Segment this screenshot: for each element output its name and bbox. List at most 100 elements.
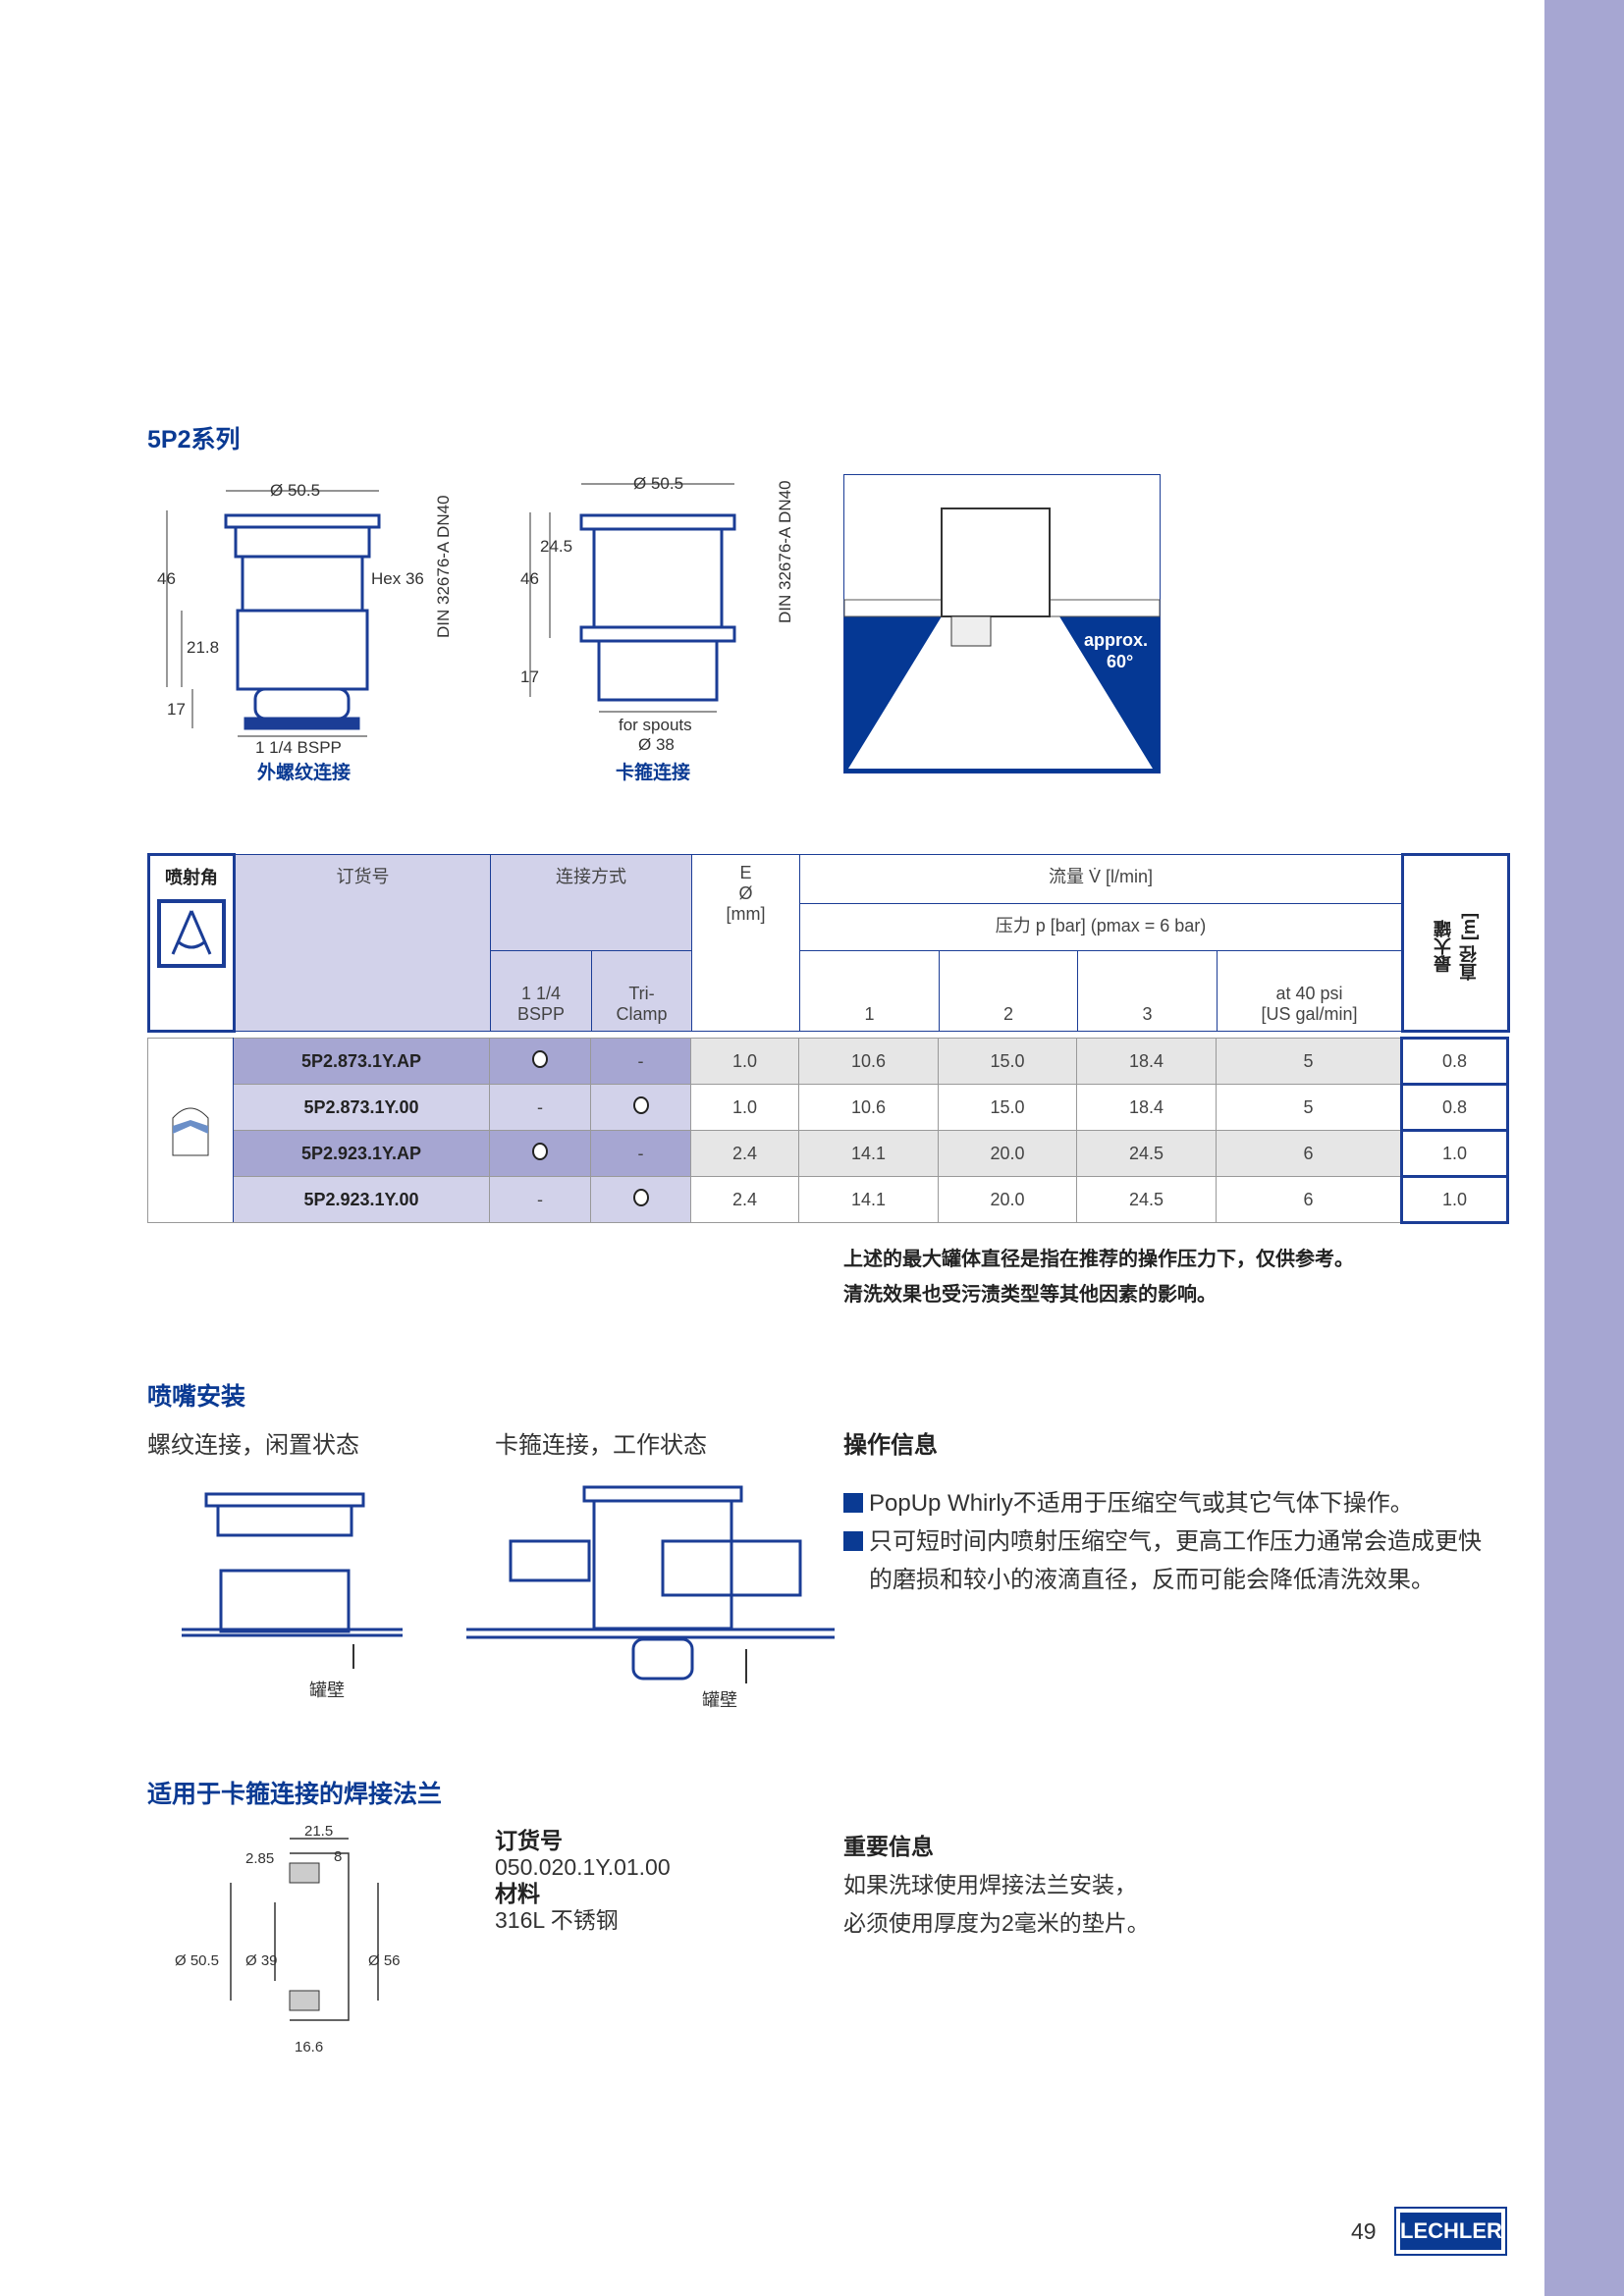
cell-e: 2.4	[690, 1130, 799, 1177]
operation-bullets: PopUp Whirly不适用于压缩空气或其它气体下操作。 只可短时间内喷射压缩…	[843, 1484, 1531, 1599]
bspp-cell: -	[489, 1084, 591, 1131]
cell-p1: 10.6	[798, 1038, 939, 1085]
svg-text:17: 17	[520, 667, 539, 686]
psi-header: at 40 psi [US gal/min]	[1216, 950, 1404, 1032]
svg-text:Ø 50.5: Ø 50.5	[175, 1952, 219, 1969]
cell-e: 1.0	[690, 1038, 799, 1085]
cell-e: 2.4	[690, 1176, 799, 1223]
tank-diameter-header: 最大罐 直径 [m]	[1401, 853, 1511, 1033]
dim-21-8: 21.8	[187, 638, 219, 657]
tank-diameter-cell: 0.8	[1400, 1083, 1509, 1132]
cell-psi: 5	[1216, 1084, 1402, 1131]
cell-p3: 24.5	[1076, 1176, 1217, 1223]
flow-header: 流量 V̇ [l/min]	[798, 854, 1404, 904]
spec-table-header: 喷射角 订货号 连接方式 E Ø [mm] 流量 V̇ [l/min] 最大罐 …	[147, 853, 1511, 1033]
flange-title: 适用于卡箍连接的焊接法兰	[147, 1781, 443, 1808]
dim-46: 46	[157, 569, 176, 588]
bspp-header: 1 1/4 BSPP	[490, 950, 592, 1032]
note-line-1: 上述的最大罐体直径是指在推荐的操作压力下，仅供参考。	[843, 1249, 1354, 1270]
weld-flange-drawing: 21.5 2.85 8 Ø 50.5 Ø 39 Ø 56 16.6	[175, 1824, 401, 2056]
svg-text:罐壁: 罐壁	[309, 1681, 345, 1700]
operation-title: 操作信息	[843, 1432, 938, 1459]
pressure-3-header: 3	[1077, 950, 1218, 1032]
side-band	[1544, 0, 1624, 2296]
angle-icon	[157, 899, 226, 968]
order-number: 5P2.873.1Y.AP	[233, 1038, 490, 1085]
tank-diameter-cell: 1.0	[1400, 1175, 1509, 1224]
dim-thread: 1 1/4 BSPP	[255, 738, 342, 757]
lechler-logo: LECHLER	[1394, 2207, 1507, 2256]
clamp-caption: 卡箍连接	[616, 763, 691, 783]
svg-text:Ø 39: Ø 39	[245, 1952, 278, 1969]
svg-text:46: 46	[520, 569, 539, 588]
cell-p2: 15.0	[938, 1084, 1077, 1131]
svg-text:21.5: 21.5	[304, 1824, 333, 1840]
clamp-nozzle-drawing: Ø 50.5 24.5 46 17 for spouts Ø 38 DIN 32…	[520, 474, 794, 754]
triclamp-cell: -	[590, 1130, 691, 1177]
cell-p3: 18.4	[1076, 1038, 1217, 1085]
svg-text:approx.: approx.	[1084, 630, 1148, 650]
cell-p3: 24.5	[1076, 1130, 1217, 1177]
order-number: 5P2.923.1Y.00	[233, 1176, 490, 1223]
cell-p3: 18.4	[1076, 1084, 1217, 1131]
flange-info: 订货号 050.020.1Y.01.00 材料 316L 不锈钢	[495, 1828, 671, 1933]
dim-diameter: Ø 50.5	[270, 481, 320, 500]
threaded-nozzle-drawing: Ø 50.5 46 21.8 17 Hex 36 1 1/4 BSPP DIN …	[157, 481, 453, 757]
note-line-2: 清洗效果也受污渍类型等其他因素的影响。	[843, 1284, 1217, 1306]
dim-hex: Hex 36	[371, 569, 424, 588]
e-diameter-header: E Ø [mm]	[691, 854, 800, 1032]
svg-text:Ø 38: Ø 38	[638, 735, 675, 754]
available-icon	[532, 1142, 548, 1160]
install-left-caption: 螺纹连接，闲置状态	[147, 1432, 359, 1459]
order-number: 5P2.923.1Y.AP	[233, 1130, 490, 1177]
svg-text:Ø 50.5: Ø 50.5	[633, 474, 683, 493]
pressure-header: 压力 p [bar] (pmax = 6 bar)	[798, 903, 1404, 951]
cell-p1: 10.6	[798, 1084, 939, 1131]
svg-text:for spouts: for spouts	[619, 716, 692, 734]
cell-psi: 5	[1216, 1038, 1402, 1085]
svg-text:16.6: 16.6	[295, 2039, 323, 2056]
svg-text:Ø 56: Ø 56	[368, 1952, 401, 1969]
clamp-install-drawing: 罐壁	[466, 1485, 835, 1710]
triclamp-cell	[590, 1084, 691, 1131]
cell-p2: 20.0	[938, 1176, 1077, 1223]
tank-diameter-cell: 1.0	[1400, 1129, 1509, 1178]
triclamp-cell	[590, 1176, 691, 1223]
page-number: 49	[1351, 2218, 1377, 2244]
order-number-header: 订货号	[234, 854, 491, 1032]
triclamp-header: Tri- Clamp	[591, 950, 692, 1032]
bspp-cell	[489, 1130, 591, 1177]
svg-text:2.85: 2.85	[245, 1850, 274, 1867]
cell-psi: 6	[1216, 1130, 1402, 1177]
svg-text:60°: 60°	[1107, 652, 1133, 671]
install-mid-caption: 卡箍连接，工作状态	[495, 1432, 707, 1459]
triclamp-cell: -	[590, 1038, 691, 1085]
svg-text:24.5: 24.5	[540, 537, 572, 556]
spray-pattern-icon	[147, 1038, 234, 1223]
cell-p2: 20.0	[938, 1130, 1077, 1177]
cell-p2: 15.0	[938, 1038, 1077, 1085]
svg-text:罐壁: 罐壁	[702, 1690, 737, 1710]
tank-diameter-cell: 0.8	[1400, 1037, 1509, 1086]
threaded-caption: 外螺纹连接	[257, 763, 352, 783]
connection-header: 连接方式	[490, 854, 692, 951]
available-icon	[632, 1095, 649, 1114]
cell-p1: 14.1	[798, 1130, 939, 1177]
cell-p1: 14.1	[798, 1176, 939, 1223]
cell-psi: 6	[1216, 1176, 1402, 1223]
svg-text:8: 8	[334, 1848, 342, 1865]
install-title: 喷嘴安装	[147, 1383, 246, 1411]
spray-pattern-image: approx. 60°	[843, 474, 1161, 774]
bullet-icon	[843, 1493, 863, 1513]
din-label: DIN 32676-A DN40	[434, 495, 453, 638]
dim-17: 17	[167, 700, 186, 719]
order-number: 5P2.873.1Y.00	[233, 1084, 490, 1131]
cell-e: 1.0	[690, 1084, 799, 1131]
bspp-cell	[489, 1038, 591, 1085]
bspp-cell: -	[489, 1176, 591, 1223]
